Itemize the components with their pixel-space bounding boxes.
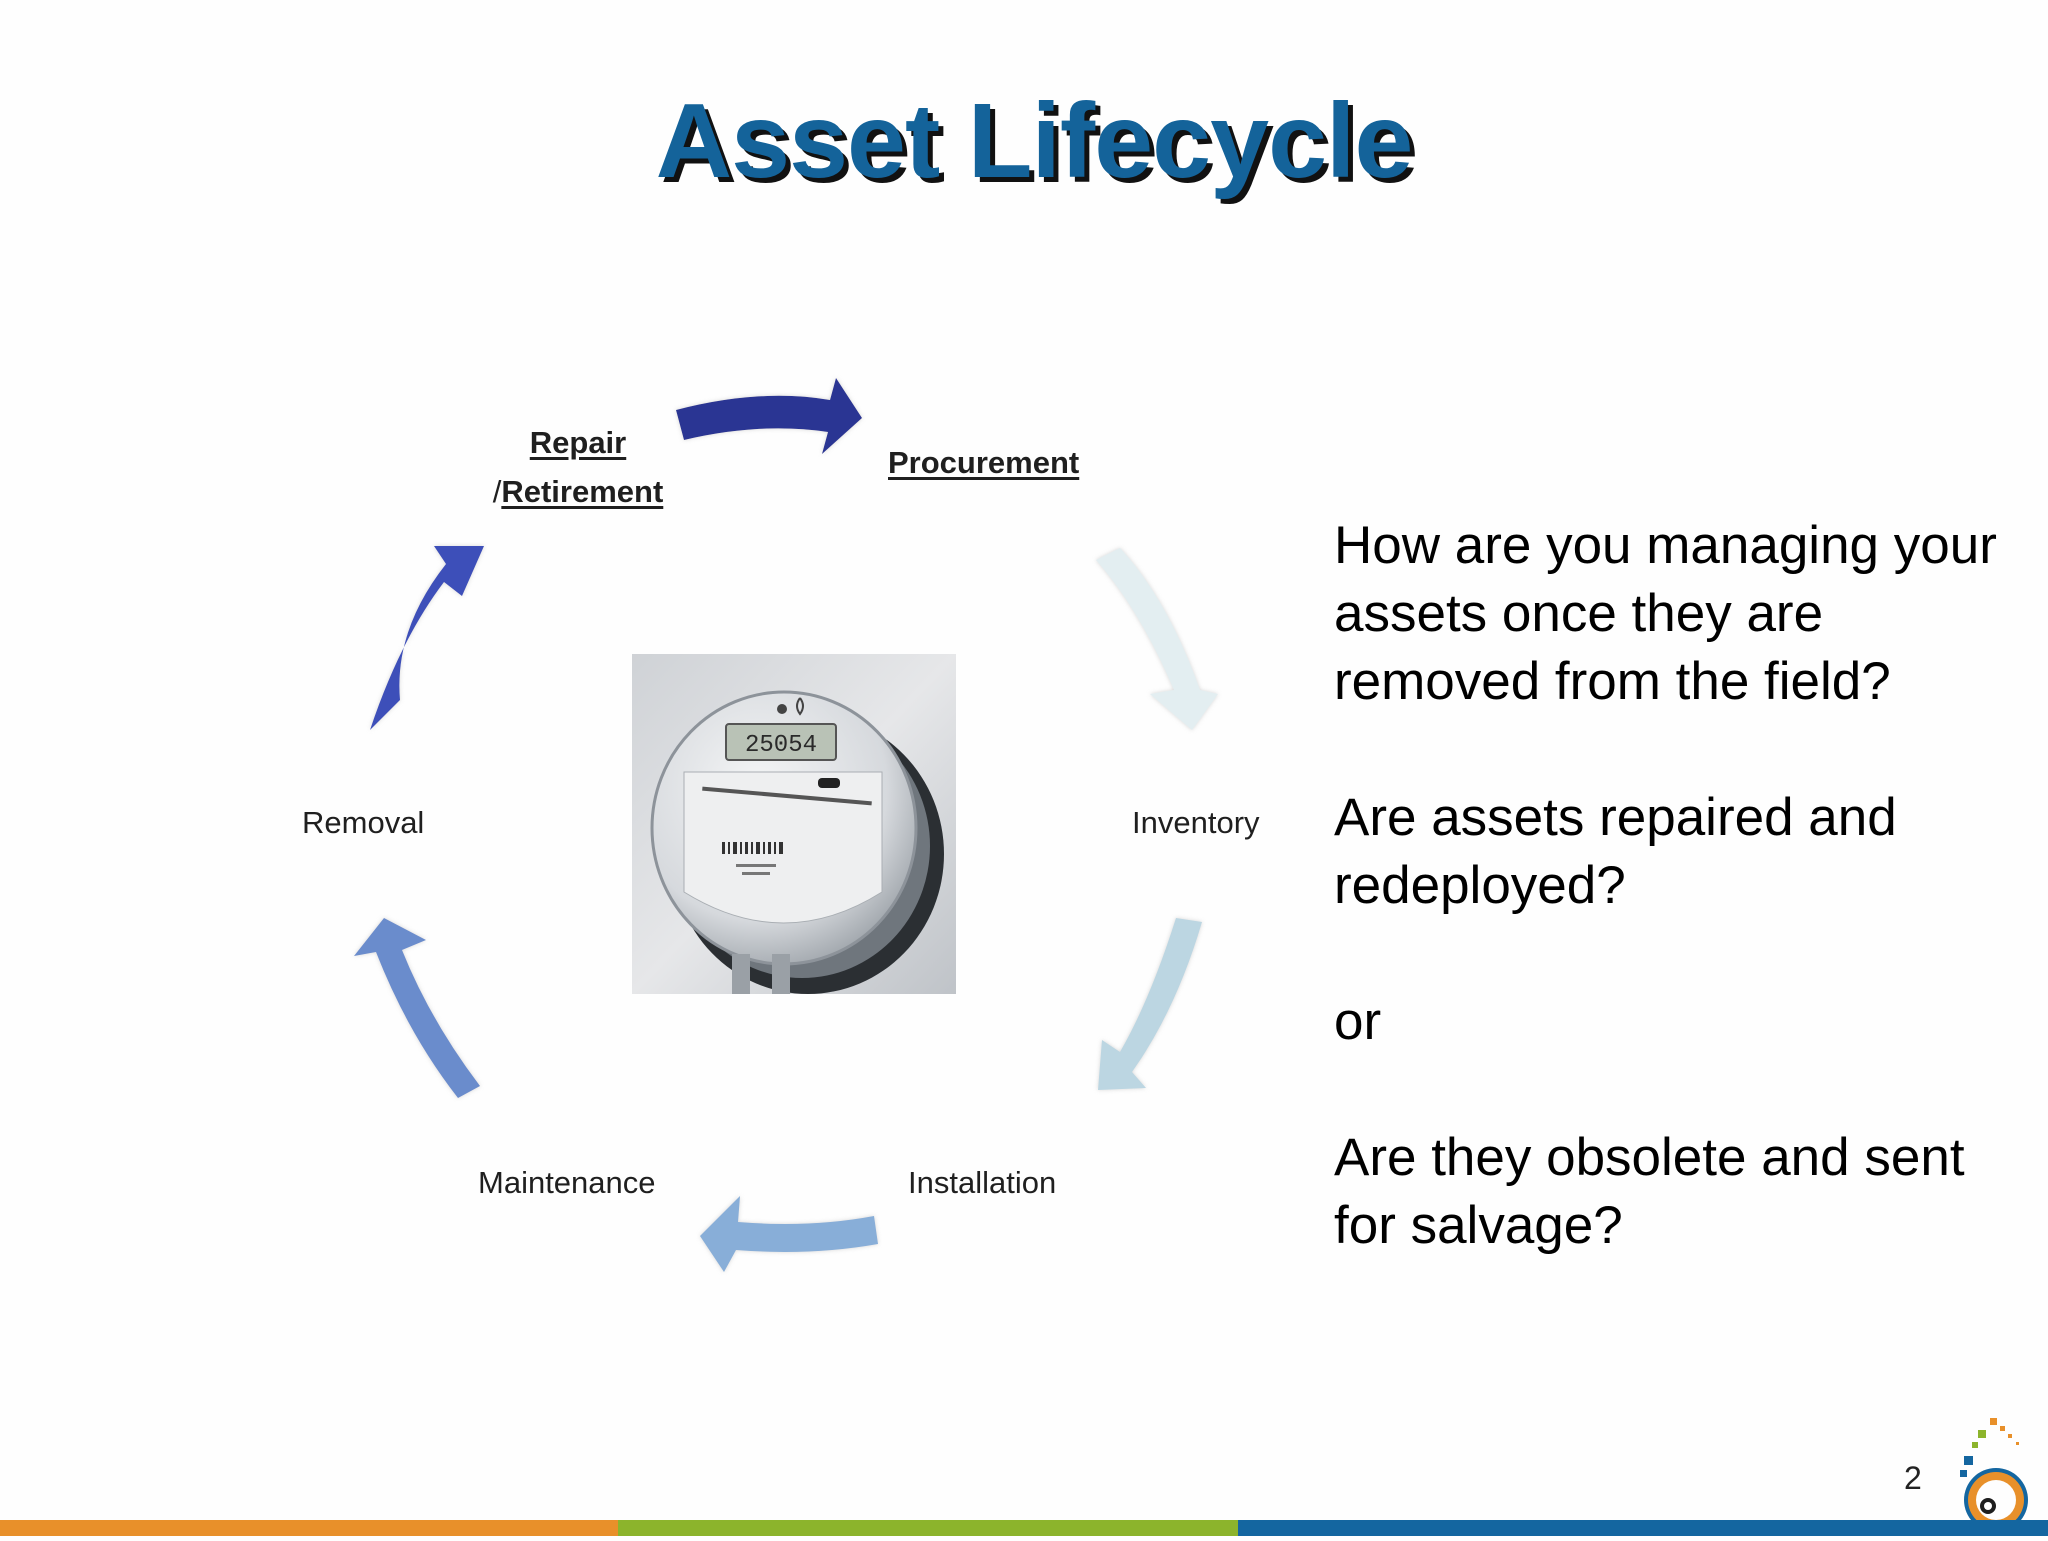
question-obsolete-salvage: Are they obsolete and sent for salvage? bbox=[1334, 1128, 1965, 1255]
question-text-block: How are you managing your assets once th… bbox=[1334, 512, 2034, 1260]
question-managing-assets: How are you managing your assets once th… bbox=[1334, 516, 1997, 711]
slash-separator: / bbox=[492, 474, 502, 509]
arrow-installation-to-maintenance bbox=[700, 1196, 878, 1272]
question-repaired-redeployed: Are assets repaired and redeployed? bbox=[1334, 788, 1897, 915]
slide-title: Asset Lifecycle bbox=[655, 82, 1414, 200]
arrow-removal-to-repair bbox=[370, 546, 484, 730]
retirement-label: Retirement bbox=[501, 474, 664, 509]
arrow-repair-to-procurement bbox=[676, 378, 862, 454]
maintenance-label: Maintenance bbox=[478, 1165, 656, 1200]
footer-blue-segment bbox=[1238, 1520, 2048, 1536]
company-logo-icon bbox=[1950, 1412, 2040, 1536]
removal-label: Removal bbox=[302, 805, 425, 840]
footer-color-bar bbox=[0, 1520, 2048, 1536]
or-text: or bbox=[1334, 992, 1382, 1051]
repair-label: Repair bbox=[529, 425, 627, 460]
page-number: 2 bbox=[1904, 1460, 1922, 1496]
inventory-label: Inventory bbox=[1132, 805, 1260, 840]
meter-reading: 25054 bbox=[745, 732, 817, 759]
electric-meter-photo: 25054 bbox=[632, 654, 956, 994]
procurement-label: Procurement bbox=[888, 445, 1080, 480]
arrow-maintenance-to-removal bbox=[354, 918, 480, 1098]
arrow-procurement-to-inventory bbox=[1096, 548, 1218, 730]
footer-orange-segment bbox=[0, 1520, 618, 1536]
footer-green-segment bbox=[618, 1520, 1238, 1536]
installation-label: Installation bbox=[908, 1165, 1057, 1200]
repair-retirement-label: Repair /Retirement bbox=[478, 418, 678, 516]
arrow-inventory-to-installation bbox=[1098, 918, 1202, 1090]
